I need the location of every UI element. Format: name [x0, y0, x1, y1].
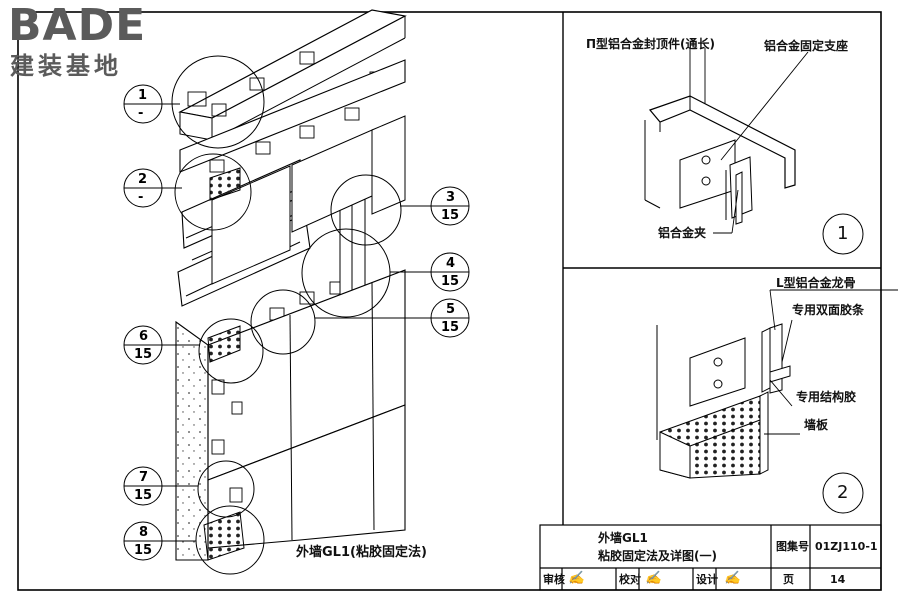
brand-subtitle: 建装基地 [10, 52, 122, 80]
detail-2-drawing [656, 323, 791, 479]
callout-7-number: 7 [139, 470, 149, 485]
callout-balloons [123, 84, 470, 561]
design-signature: ✍ [724, 571, 741, 586]
callout-6-ref: 15 [134, 347, 153, 362]
detail-1-drawing [644, 95, 796, 225]
detail-2-number-circle [822, 472, 864, 514]
callout-5-ref: 15 [441, 320, 460, 335]
label-cap-piece: Π型铝合金封顶件(通长) [586, 37, 716, 51]
label-alloy-clip: 铝合金夹 [658, 226, 707, 240]
main-view-caption: 外墙GL1(粘胶固定法) [296, 545, 427, 560]
review-label: 审核 [543, 573, 565, 586]
label-structural-glue: 专用结构胶 [796, 390, 857, 404]
page-label: 页 [783, 573, 794, 586]
sheet-frame [17, 11, 882, 591]
label-double-tape: 专用双面胶条 [792, 303, 865, 317]
callout-3-ref: 15 [441, 208, 460, 223]
callout-6-number: 6 [139, 329, 149, 344]
detail-circles [171, 55, 402, 575]
title-block-grid [539, 524, 882, 591]
callout-7-ref: 15 [134, 488, 153, 503]
callout-4-number: 4 [446, 256, 456, 271]
page-number: 14 [830, 573, 846, 586]
title-line-2: 粘胶固定法及详图(一) [598, 549, 717, 563]
detail-2-number: 2 [837, 482, 849, 503]
main-facade-drawing [175, 9, 407, 561]
detail-1-number: 1 [837, 223, 849, 244]
title-line-1: 外墙GL1 [598, 531, 648, 545]
design-label: 设计 [696, 573, 718, 586]
rail-clips [209, 107, 360, 321]
check-label: 校对 [619, 573, 641, 586]
check-signature: ✍ [645, 571, 662, 586]
atlas-label: 图集号 [776, 540, 809, 553]
detail-2-leaders [764, 289, 898, 435]
callout-1-ref: - [138, 106, 144, 121]
brand-logo: BADE [8, 0, 147, 51]
detail-1-number-circle [822, 213, 864, 255]
callout-2-ref: - [138, 190, 144, 205]
callout-2-number: 2 [138, 172, 148, 187]
atlas-number: 01ZJ110-1 [815, 540, 878, 553]
callout-3-number: 3 [446, 190, 456, 205]
callout-1-number: 1 [138, 88, 148, 103]
review-signature: ✍ [568, 571, 585, 586]
callout-5-number: 5 [446, 302, 456, 317]
label-fixed-support: 铝合金固定支座 [764, 39, 849, 53]
detail-1-leaders [689, 48, 809, 234]
label-wall-panel: 墙板 [804, 418, 829, 432]
callout-4-ref: 15 [441, 274, 460, 289]
callout-8-ref: 15 [134, 543, 153, 558]
label-l-keel: L型铝合金龙骨 [776, 276, 856, 290]
callout-8-number: 8 [139, 525, 149, 540]
